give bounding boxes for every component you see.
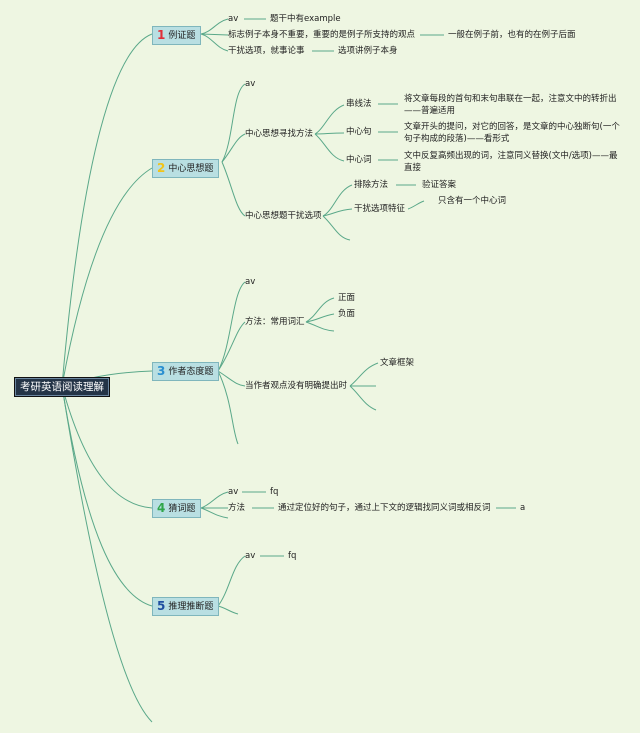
topic-label: 猜词题 <box>168 504 196 514</box>
note-chain-method: 将文章每段的首句和末句串联在一起，注意文中的转折出——普遍适用 <box>404 94 617 116</box>
node-method[interactable]: 方法 <box>228 503 246 513</box>
node-example-marker[interactable]: 标志例子本身不重要，重要的是例子所支持的观点 <box>228 30 416 40</box>
note-stem-has-example: 题干中有example <box>270 14 341 24</box>
node-article-framework[interactable]: 文章框架 <box>380 358 415 368</box>
topic-number-badge: 1 <box>157 28 166 42</box>
topic-label: 例证题 <box>168 31 196 41</box>
topic-label: 中心思想题 <box>168 164 214 174</box>
note-fq: fq <box>288 551 297 561</box>
node-distractor[interactable]: 干扰选项，就事论事 <box>228 46 305 56</box>
note-key-word: 文中反复高频出现的词，注意同义替换(文中/选项)——最直接 <box>404 151 618 173</box>
note-one-key-word: 只含有一个中心词 <box>438 196 507 206</box>
node-av[interactable]: av <box>245 79 256 89</box>
node-negative[interactable]: 负面 <box>338 309 356 319</box>
topic-label: 推理推断题 <box>168 602 214 612</box>
node-av[interactable]: av <box>245 551 256 561</box>
node-av[interactable]: av <box>245 277 256 287</box>
node-common-words-method[interactable]: 方法：常用词汇 <box>245 317 305 327</box>
node-elimination-method[interactable]: 排除方法 <box>354 180 389 190</box>
topic-number-badge: 5 <box>157 599 166 613</box>
note-example-position: 一般在例子前，也有的在例子后面 <box>448 30 576 40</box>
node-topic-sentence[interactable]: 中心句 <box>346 127 372 137</box>
node-chain-method[interactable]: 串线法 <box>346 99 372 109</box>
node-av[interactable]: av <box>228 487 239 497</box>
node-implicit-view[interactable]: 当作者观点没有明确提出时 <box>245 381 348 391</box>
note-topic-sentence: 文章开头的提问，对它的回答，是文章的中心独断句(一个句子构成的段落)——看形式 <box>404 122 620 144</box>
node-main-idea-method[interactable]: 中心思想寻找方法 <box>245 129 314 139</box>
node-main-idea-distractor[interactable]: 中心思想题干扰选项 <box>245 211 322 221</box>
note-context-logic: 通过定位好的句子，通过上下文的逻辑找同义词或相反词 <box>278 503 491 513</box>
note-fq: fq <box>270 487 279 497</box>
node-positive[interactable]: 正面 <box>338 293 356 303</box>
node-av[interactable]: av <box>228 14 239 24</box>
note-a: a <box>520 503 526 513</box>
node-distractor-feature[interactable]: 干扰选项特征 <box>354 204 406 214</box>
note-distractor: 选项讲例子本身 <box>338 46 398 56</box>
topic-number-badge: 4 <box>157 501 166 515</box>
node-key-word[interactable]: 中心词 <box>346 155 372 165</box>
topic-label: 作者态度题 <box>168 367 214 377</box>
topic-number-badge: 3 <box>157 364 166 378</box>
note-verify-answer: 验证答案 <box>422 180 457 190</box>
root-topic[interactable]: 考研英语阅读理解 <box>14 377 110 397</box>
topic-number-badge: 2 <box>157 161 166 175</box>
